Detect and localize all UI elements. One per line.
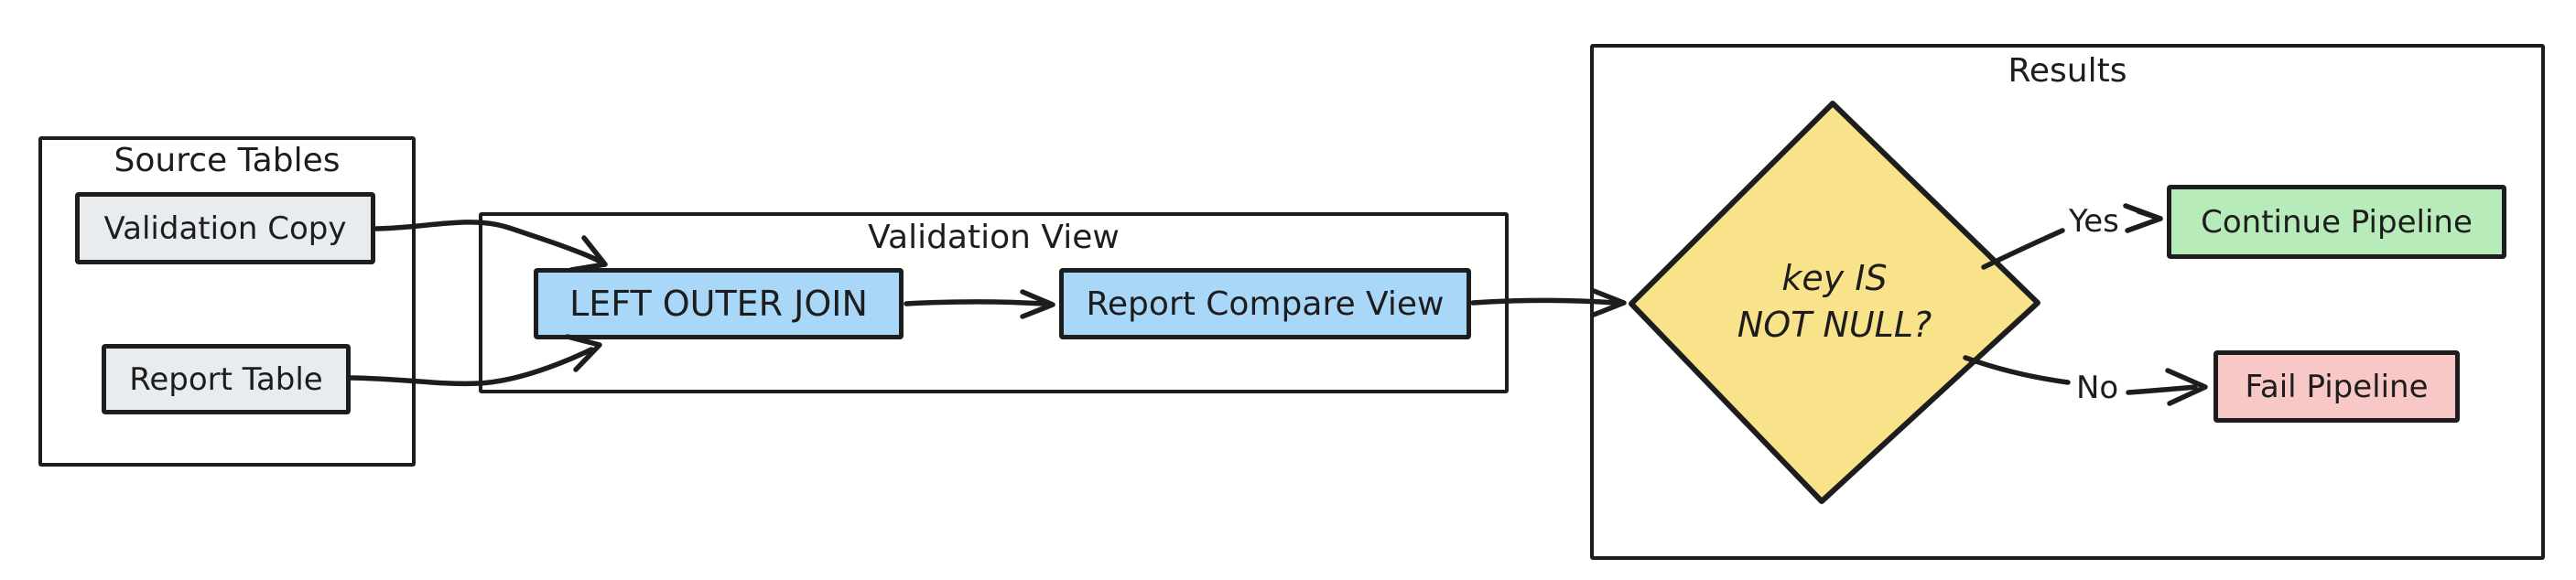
group-title-results: Results xyxy=(2008,52,2127,90)
edge-label-yes: Yes xyxy=(2069,203,2119,240)
node-left-outer-join-label: LEFT OUTER JOIN xyxy=(569,284,868,324)
node-continue-pipeline: Continue Pipeline xyxy=(2167,185,2506,259)
group-title-source-tables: Source Tables xyxy=(114,142,341,179)
node-left-outer-join: LEFT OUTER JOIN xyxy=(534,268,904,339)
decision-label-line2: NOT NULL? xyxy=(1737,305,1932,346)
node-continue-pipeline-label: Continue Pipeline xyxy=(2201,203,2473,241)
node-report-compare-view-label: Report Compare View xyxy=(1086,285,1445,323)
group-title-validation-view: Validation View xyxy=(868,219,1120,256)
node-fail-pipeline-label: Fail Pipeline xyxy=(2245,368,2429,405)
group-source-tables xyxy=(38,136,416,467)
decision-label-line1: key IS xyxy=(1781,258,1888,298)
edge-label-no: No xyxy=(2076,370,2119,406)
node-fail-pipeline: Fail Pipeline xyxy=(2213,350,2460,423)
node-report-compare-view: Report Compare View xyxy=(1059,268,1471,339)
node-report-table-label: Report Table xyxy=(129,360,323,398)
node-decision-label: key IS NOT NULL? xyxy=(1651,255,2018,349)
node-validation-copy: Validation Copy xyxy=(75,192,375,264)
node-report-table: Report Table xyxy=(102,344,351,414)
node-validation-copy-label: Validation Copy xyxy=(103,209,347,247)
